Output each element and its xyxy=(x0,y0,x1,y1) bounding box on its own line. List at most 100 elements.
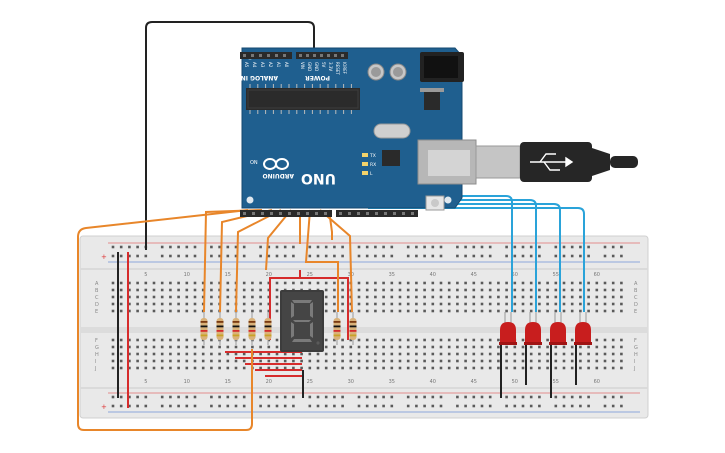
rail-hole[interactable] xyxy=(324,245,328,249)
breadboard-hole[interactable] xyxy=(415,281,418,285)
breadboard-hole[interactable] xyxy=(308,281,312,285)
breadboard-hole[interactable] xyxy=(570,281,574,285)
breadboard-hole[interactable] xyxy=(267,359,271,363)
breadboard-hole[interactable] xyxy=(390,288,394,292)
breadboard-hole[interactable] xyxy=(128,345,131,349)
rail-hole[interactable] xyxy=(357,245,361,249)
breadboard-hole[interactable] xyxy=(546,345,549,349)
breadboard-hole[interactable] xyxy=(185,338,189,342)
breadboard-hole[interactable] xyxy=(316,281,320,285)
rail-hole[interactable] xyxy=(169,395,172,399)
breadboard-hole[interactable] xyxy=(308,352,312,356)
rail-hole[interactable] xyxy=(111,245,115,249)
breadboard-hole[interactable] xyxy=(267,295,271,299)
breadboard-hole[interactable] xyxy=(283,352,287,356)
breadboard-hole[interactable] xyxy=(595,352,599,356)
rail-hole[interactable] xyxy=(390,404,394,408)
rail-hole[interactable] xyxy=(611,254,615,258)
breadboard-hole[interactable] xyxy=(259,345,262,349)
rail-hole[interactable] xyxy=(308,254,312,258)
breadboard-hole[interactable] xyxy=(497,309,500,313)
breadboard-hole[interactable] xyxy=(472,352,476,356)
breadboard-hole[interactable] xyxy=(431,352,435,356)
rail-hole[interactable] xyxy=(308,404,312,408)
rail-hole[interactable] xyxy=(283,404,287,408)
rail-hole[interactable] xyxy=(439,395,443,399)
breadboard-hole[interactable] xyxy=(521,345,525,349)
breadboard-hole[interactable] xyxy=(341,345,344,349)
rail-hole[interactable] xyxy=(562,395,566,399)
rail-hole[interactable] xyxy=(472,404,476,408)
rail-hole[interactable] xyxy=(283,245,287,249)
breadboard-hole[interactable] xyxy=(357,295,361,299)
breadboard-hole[interactable] xyxy=(374,352,377,356)
rail-hole[interactable] xyxy=(267,404,271,408)
breadboard-hole[interactable] xyxy=(488,359,492,363)
breadboard-hole[interactable] xyxy=(472,309,476,313)
rail-hole[interactable] xyxy=(144,395,148,399)
breadboard-hole[interactable] xyxy=(275,309,279,313)
rail-hole[interactable] xyxy=(431,245,435,249)
breadboard-hole[interactable] xyxy=(554,302,558,306)
breadboard-hole[interactable] xyxy=(193,359,197,363)
power-pin[interactable] xyxy=(327,54,330,57)
breadboard-hole[interactable] xyxy=(587,352,590,356)
analog-pin[interactable] xyxy=(251,54,254,57)
rail-hole[interactable] xyxy=(111,404,115,408)
breadboard-hole[interactable] xyxy=(595,288,599,292)
breadboard-hole[interactable] xyxy=(275,352,279,356)
breadboard-hole[interactable] xyxy=(595,309,599,313)
breadboard-hole[interactable] xyxy=(292,366,295,370)
breadboard-hole[interactable] xyxy=(333,281,336,285)
rail-hole[interactable] xyxy=(603,395,607,399)
breadboard-hole[interactable] xyxy=(234,352,238,356)
rail-hole[interactable] xyxy=(620,395,623,399)
breadboard-hole[interactable] xyxy=(267,338,271,342)
rail-hole[interactable] xyxy=(480,254,484,258)
rail-hole[interactable] xyxy=(226,254,230,258)
breadboard-hole[interactable] xyxy=(456,338,459,342)
breadboard-hole[interactable] xyxy=(177,302,180,306)
breadboard-hole[interactable] xyxy=(521,281,525,285)
breadboard-hole[interactable] xyxy=(365,309,369,313)
breadboard-hole[interactable] xyxy=(587,281,590,285)
rail-hole[interactable] xyxy=(570,245,574,249)
breadboard-hole[interactable] xyxy=(333,288,336,292)
rail-hole[interactable] xyxy=(480,404,484,408)
breadboard-hole[interactable] xyxy=(505,288,508,292)
breadboard-hole[interactable] xyxy=(152,288,156,292)
breadboard-hole[interactable] xyxy=(292,352,295,356)
breadboard-hole[interactable] xyxy=(382,352,385,356)
breadboard-hole[interactable] xyxy=(201,295,205,299)
breadboard-hole[interactable] xyxy=(242,359,246,363)
breadboard-hole[interactable] xyxy=(497,352,500,356)
breadboard-hole[interactable] xyxy=(218,281,221,285)
breadboard-hole[interactable] xyxy=(201,352,205,356)
rail-hole[interactable] xyxy=(562,245,566,249)
rail-hole[interactable] xyxy=(111,254,115,258)
breadboard-hole[interactable] xyxy=(374,288,377,292)
breadboard-hole[interactable] xyxy=(406,366,410,370)
rail-hole[interactable] xyxy=(234,395,238,399)
rail-hole[interactable] xyxy=(374,395,377,399)
rail-hole[interactable] xyxy=(374,404,377,408)
rail-hole[interactable] xyxy=(456,254,459,258)
breadboard-hole[interactable] xyxy=(464,295,467,299)
breadboard-hole[interactable] xyxy=(447,345,451,349)
rail-hole[interactable] xyxy=(415,245,418,249)
rail-hole[interactable] xyxy=(464,404,467,408)
rail-hole[interactable] xyxy=(390,254,394,258)
breadboard-hole[interactable] xyxy=(431,302,435,306)
rail-hole[interactable] xyxy=(439,245,443,249)
breadboard-hole[interactable] xyxy=(357,352,361,356)
breadboard-hole[interactable] xyxy=(357,366,361,370)
breadboard-hole[interactable] xyxy=(111,288,115,292)
power-pin[interactable] xyxy=(299,54,302,57)
red-led[interactable] xyxy=(574,312,592,345)
breadboard-hole[interactable] xyxy=(218,366,221,370)
breadboard-hole[interactable] xyxy=(333,302,336,306)
breadboard-hole[interactable] xyxy=(349,345,353,349)
breadboard-hole[interactable] xyxy=(128,281,131,285)
rail-hole[interactable] xyxy=(554,404,558,408)
